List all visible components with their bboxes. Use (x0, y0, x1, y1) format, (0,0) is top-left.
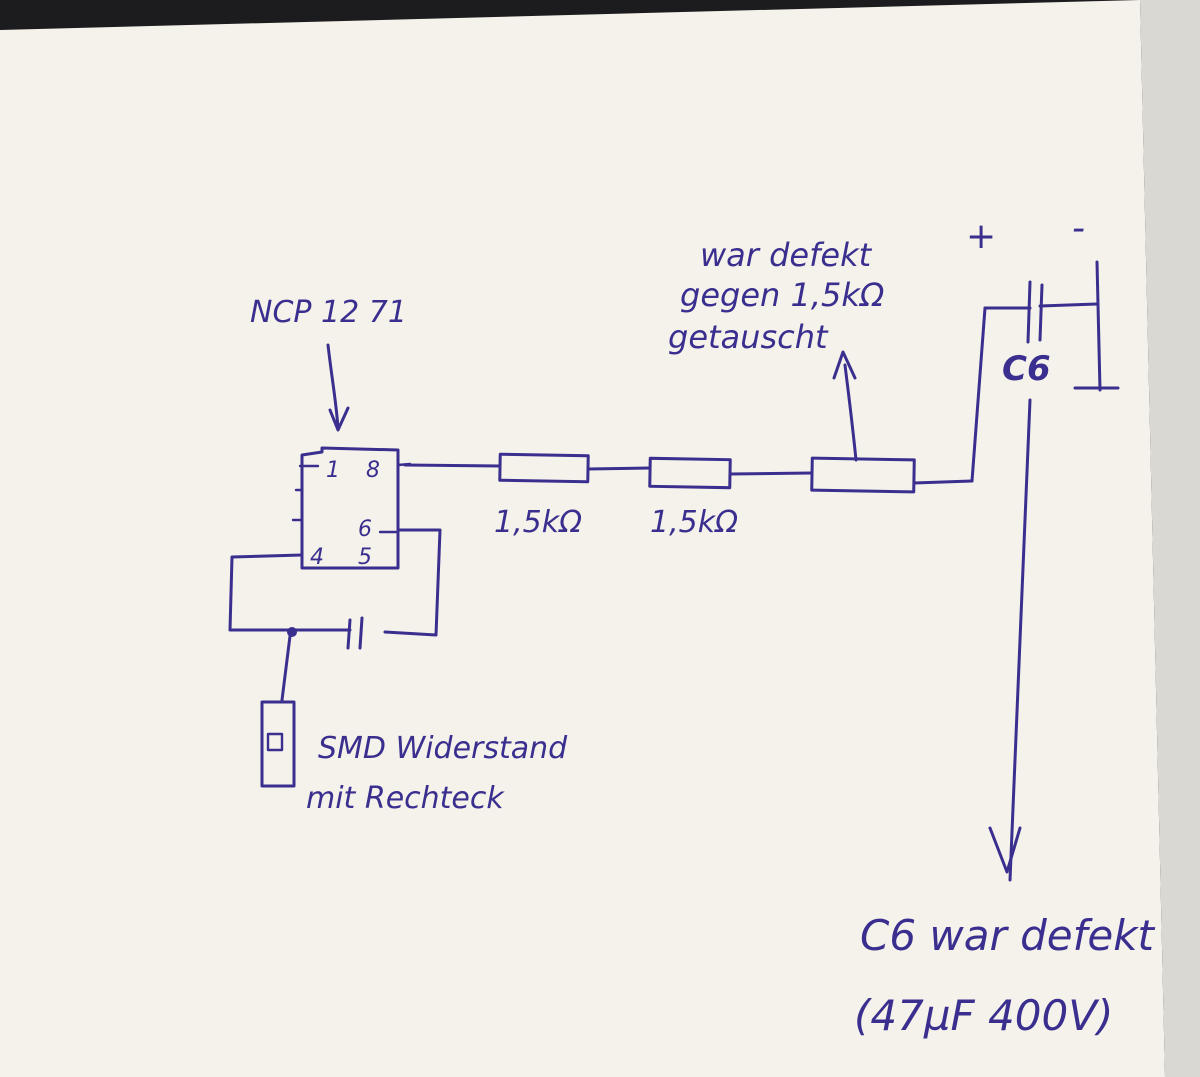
bottom-note-line-2: (47µF 400V) (854, 991, 1113, 1040)
minus-sign: - (1072, 208, 1085, 249)
pin-5-label: 5 (358, 545, 372, 570)
pin-1-label: 1 (326, 458, 340, 483)
resistor-chain (403, 306, 987, 494)
note-line-2: gegen 1,5kΩ (680, 276, 885, 314)
capacitor-c6-symbol (983, 260, 1120, 882)
junction-dot (287, 627, 297, 637)
note-line-1: war defekt (700, 236, 873, 274)
feedback-network (228, 528, 442, 788)
pin-4-label: 4 (310, 545, 324, 570)
paper-shadow (1140, 0, 1200, 1077)
resistor-3 (810, 456, 916, 494)
smd-rectangle-mark (266, 732, 284, 752)
bottom-note-line-1: C6 war defekt (860, 911, 1156, 960)
note-line-3: getauscht (668, 318, 829, 356)
note-arrow (832, 350, 858, 462)
plus-sign: + (966, 216, 996, 257)
ground-arrow (988, 826, 1022, 874)
ic-arrow (326, 343, 350, 432)
paper-sheet (0, 0, 1165, 1077)
resistor-2-label: 1,5kΩ (650, 505, 738, 540)
pin-8-label: 8 (366, 458, 380, 483)
smd-resistor (260, 700, 296, 788)
smd-note-line-2: mit Rechteck (306, 781, 505, 816)
ic-name-label: NCP 12 71 (250, 295, 407, 330)
pin-6-label: 6 (358, 517, 372, 542)
resistor-1-label: 1,5kΩ (494, 505, 582, 540)
ic-chip (291, 446, 412, 570)
cap-label: C6 (1002, 349, 1051, 389)
smd-note-line-1: SMD Widerstand (318, 731, 568, 766)
